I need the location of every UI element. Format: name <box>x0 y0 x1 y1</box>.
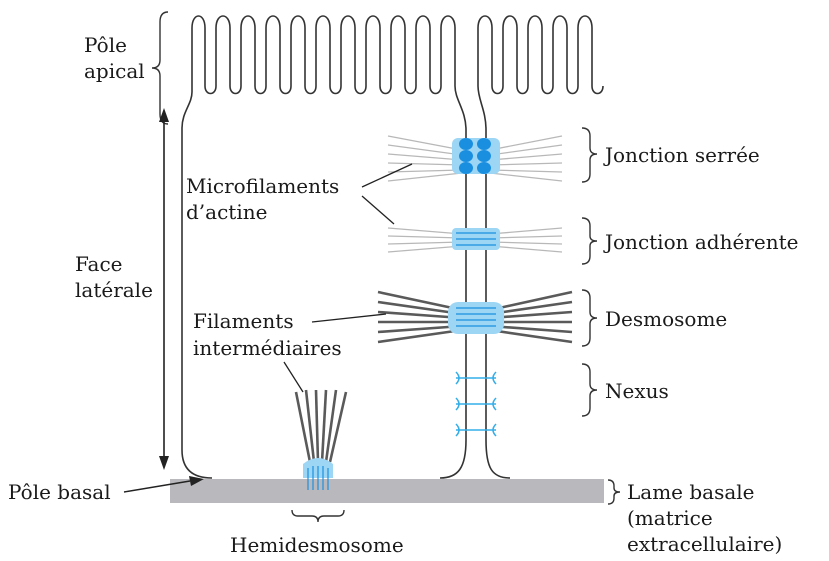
label-filaments-line2: intermédiaires <box>193 336 342 360</box>
nexus <box>456 372 496 436</box>
label-hemidesmosome: Hemidesmosome <box>230 533 404 557</box>
hemidesmosome <box>296 390 346 490</box>
nexus-brace <box>582 364 597 416</box>
apical-brace <box>152 12 168 124</box>
adherens-junction-brace <box>582 218 597 264</box>
label-lame-basale-line1: Lame basale <box>627 480 755 504</box>
label-filaments-line1: Filaments <box>193 309 294 333</box>
label-pole-basal: Pôle basal <box>8 480 111 504</box>
label-jonction-serree: Jonction serrée <box>605 143 760 167</box>
hemidesmosome-brace <box>292 510 344 522</box>
desmosome <box>378 292 572 342</box>
label-pole-apical-line2: apical <box>84 59 145 83</box>
label-jonction-adherente: Jonction adhérente <box>605 230 798 254</box>
basal-lamina-brace <box>608 480 620 504</box>
adherens-junction <box>388 228 562 252</box>
label-lame-basale-line2: (matrice <box>627 506 713 530</box>
label-desmosome: Desmosome <box>605 307 727 331</box>
tight-junction-brace <box>582 128 597 182</box>
tight-junction <box>388 136 562 181</box>
label-microfilaments-line1: Microfilaments <box>186 174 339 198</box>
microfilaments-leaders <box>362 164 412 224</box>
label-lame-basale-line3: extracellulaire) <box>627 532 782 556</box>
basal-lamina <box>170 479 604 503</box>
label-microfilaments-line2: d’actine <box>186 200 267 224</box>
lateral-face-arrow <box>159 108 169 470</box>
desmosome-brace <box>582 290 597 346</box>
label-face-laterale-line1: Face <box>75 252 122 276</box>
label-pole-apical-line1: Pôle <box>84 33 127 57</box>
label-face-laterale-line2: latérale <box>75 278 153 302</box>
label-nexus: Nexus <box>605 379 669 403</box>
